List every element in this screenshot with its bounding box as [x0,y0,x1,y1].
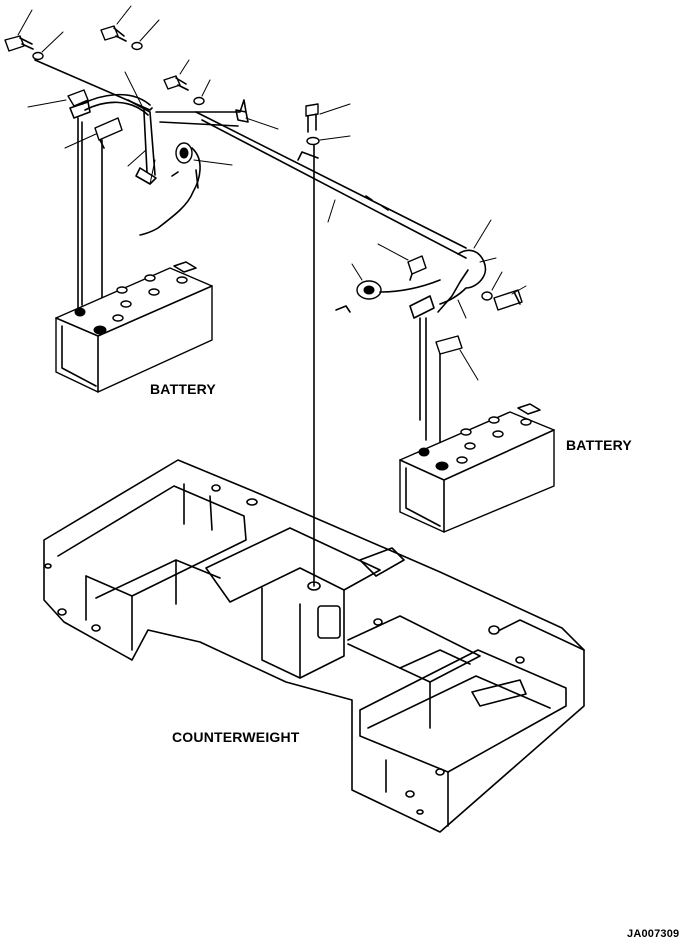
counterweight-label: COUNTERWEIGHT [172,729,300,745]
bolt-upper-center [163,59,190,91]
cable-support-bar [155,99,467,259]
center-bolt [305,103,351,133]
battery-left [55,261,213,393]
bolt-top-left [4,9,34,52]
bolt-top-middle [100,5,132,42]
counterweight [43,459,585,833]
grommet-upper [139,142,233,236]
terminal-clamp-right [377,243,427,281]
washer-right [481,271,503,301]
battery-label-left: BATTERY [150,381,216,397]
washer-top-left [32,31,64,61]
battery-right [399,403,555,533]
cable-to-left-battery [77,117,103,323]
battery-label-right: BATTERY [566,437,632,453]
strap-bracket [124,71,157,185]
drawing-code: JA007309 [627,928,680,940]
grommet-right [335,263,441,313]
terminal-clamp-left [27,89,91,119]
right-clamp-assembly [409,219,497,441]
washer-top-middle [131,19,160,51]
washer-upper-center [193,79,211,106]
terminal-clamp-lower-right [435,335,479,443]
center-washer [306,135,351,146]
terminal-clamp-middle [64,117,123,149]
bolt-right [493,285,527,311]
